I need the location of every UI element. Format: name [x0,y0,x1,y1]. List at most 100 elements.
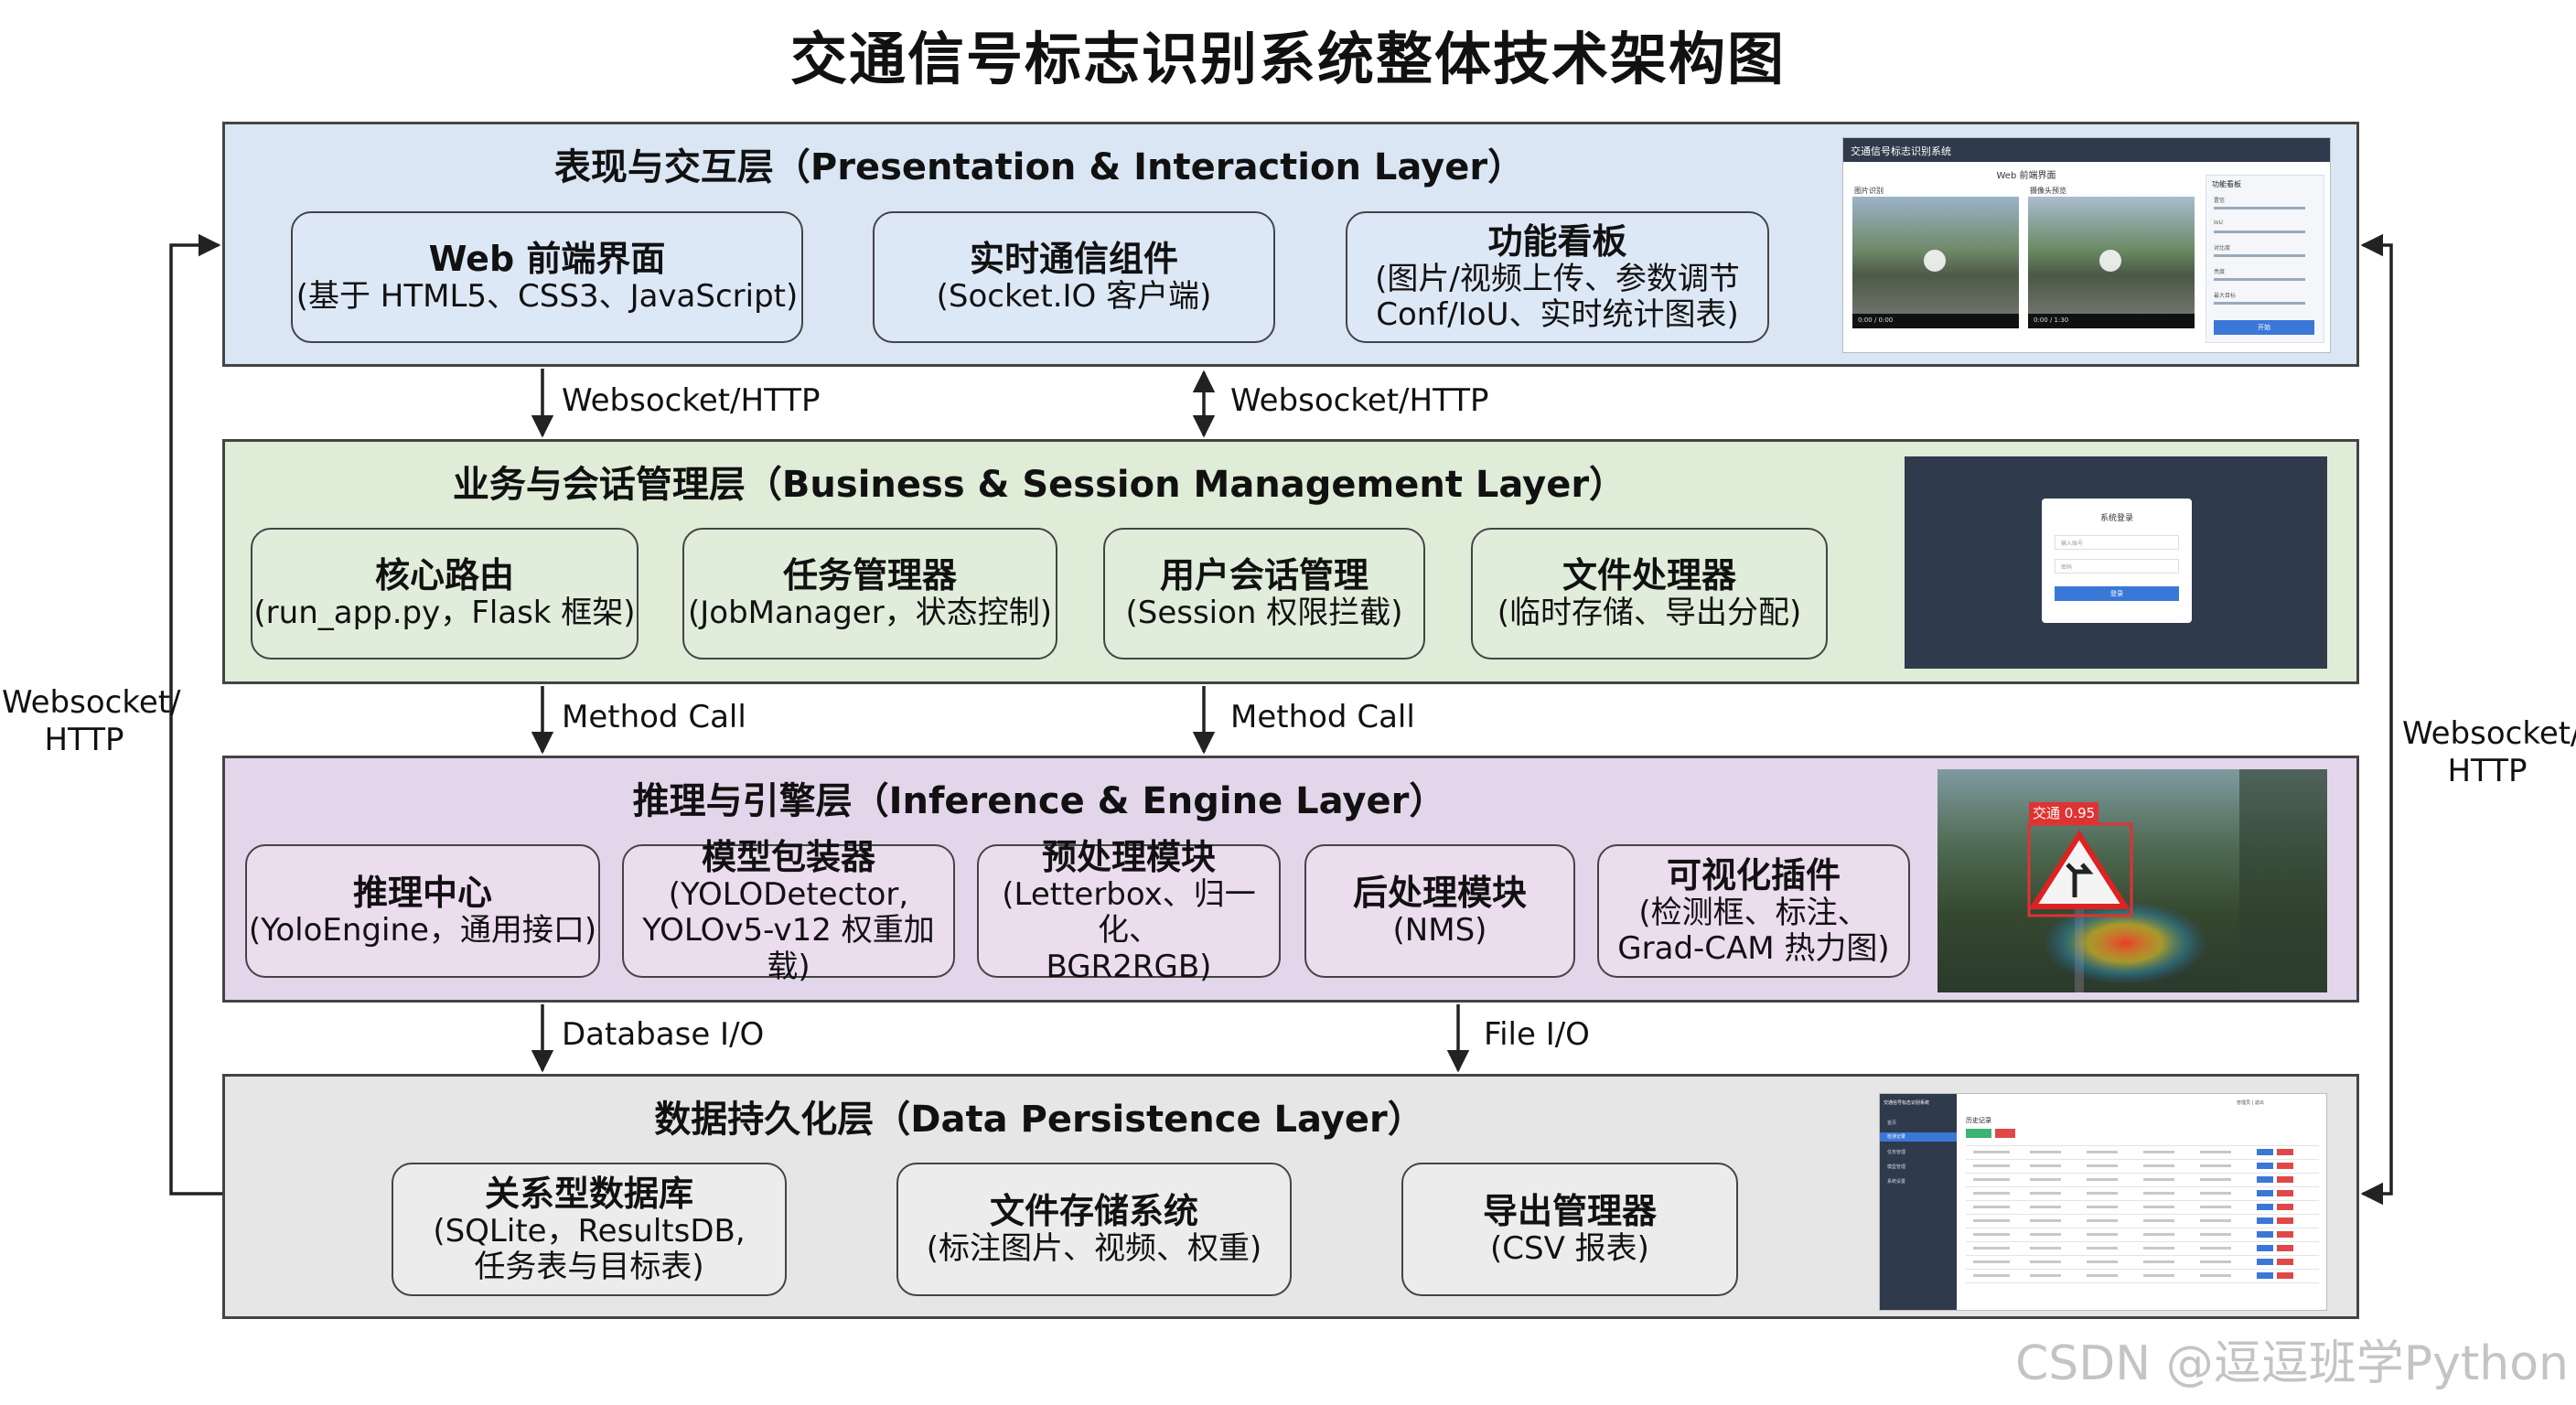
thumb-slider-track [2214,254,2305,257]
box-desc: Conf/IoU、实时统计图表) [1376,296,1739,334]
box-title: 关系型数据库 [484,1173,693,1214]
box-title: 导出管理器 [1482,1191,1657,1232]
thumb-row-button [2277,1272,2293,1279]
thumb-table-row [1966,1282,2319,1283]
thumb-table-cell [2087,1233,2118,1236]
thumb-table-cell [2200,1260,2231,1263]
label-inf-per-right: File I/O [1484,1016,1590,1053]
thumb-row-button [2277,1259,2293,1265]
thumb-trees-right [2239,769,2327,992]
thumb-table-cell [1973,1274,2010,1277]
thumb-table-cell [2030,1206,2061,1208]
thumb-table-cell [2143,1164,2174,1167]
thumb-row-button [2257,1259,2273,1265]
thumb-table-cell [2143,1233,2174,1236]
thumb-video-controls: 0:00 / 0:00 [1852,314,2019,328]
side-label-left: Websocket/ HTTP [2,684,181,759]
layer-title-presentation: 表现与交互层（Presentation & Interaction Layer） [553,146,1525,188]
thumb-nav-item-active: 检测记录 [1880,1132,1957,1142]
label-biz-inf-left: Method Call [562,699,746,735]
thumb-login-button: 登录 [2055,586,2179,601]
thumb-table-cell [1973,1260,2010,1263]
thumb-table-row [1966,1214,2319,1215]
thumb-row-button [2277,1217,2293,1224]
box-file-storage: 文件存储系统 (标注图片、视频、权重) [896,1163,1292,1296]
box-desc: BGR2RGB) [1046,948,1212,985]
thumb-table-cell [2143,1274,2174,1277]
thumb-table-cell [2087,1219,2118,1222]
thumb-admin-appname: 交通信号标志识别系统 [1884,1100,1930,1106]
side-label-left-line1: Websocket/ [2,684,181,721]
thumb-nav-item: 任务管理 [1887,1150,1906,1155]
thumb-table-cell [2030,1274,2061,1277]
layer-inference: 推理与引擎层（Inference & Engine Layer） 推理中心 (Y… [222,756,2359,1003]
thumb-table-cell [1973,1178,2010,1181]
thumb-table-cell [2200,1219,2231,1222]
thumb-table-cell [2030,1233,2061,1236]
thumb-table-row [1966,1159,2319,1160]
loop-right [2360,233,2393,1206]
box-title: 任务管理器 [782,555,957,596]
box-postprocess: 后处理模块 (NMS) [1304,844,1575,978]
layer-title-business: 业务与会话管理层（Business & Session Management L… [452,464,1626,506]
box-title: 模型包装器 [701,836,875,877]
box-title: 后处理模块 [1352,873,1527,914]
thumb-heatmap [2043,901,2207,985]
thumb-panel-right: 功能看板 置信 IoU 对比度 亮度 最大目标 开始 [2206,175,2324,343]
thumb-table-cell [2030,1151,2061,1153]
thumb-table-cell [2200,1192,2231,1195]
thumb-row-button [2277,1231,2293,1238]
box-desc: (图片/视频上传、参数调节 [1375,260,1740,297]
thumb-table-cell [2030,1260,2061,1263]
thumb-row-button [2277,1190,2293,1196]
thumb-table-cell [1973,1206,2010,1208]
thumb-video-controls: 0:00 / 1:30 [2028,314,2195,328]
thumb-slider-5: 最大目标 [2214,293,2237,299]
thumbnail-admin-table: 交通信号标志识别系统 首页 检测记录 任务管理 模型管理 系统设置 管理员 | … [1879,1093,2327,1311]
thumb-table-cell [2030,1192,2061,1195]
thumb-table-row [1966,1200,2319,1201]
thumb-table-cell [2143,1192,2174,1195]
thumb-row-button [2257,1272,2273,1279]
side-label-right: Websocket/ HTTP [2402,715,2576,790]
label-biz-inf-right: Method Call [1230,699,1415,735]
thumb-slider-1: 置信 [2214,198,2226,204]
thumb-table-cell [2200,1206,2231,1208]
thumb-nav-item: 系统设置 [1887,1179,1906,1185]
thumb-row-button [2277,1204,2293,1210]
thumb-table-cell [2087,1178,2118,1181]
thumb-admin-header-right: 管理员 | 退出 [2237,1100,2264,1106]
box-title: 核心路由 [374,555,514,596]
thumb-table-cell [2030,1178,2061,1181]
box-core-router: 核心路由 (run_app.py，Flask 框架) [251,528,639,660]
thumb-table-cell [2200,1164,2231,1167]
box-desc: (NMS) [1392,912,1487,949]
thumb-table-row [1966,1269,2319,1270]
layer-title-inference: 推理与引擎层（Inference & Engine Layer） [632,780,1446,822]
thumb-admin-sidebar: 交通信号标志识别系统 首页 检测记录 任务管理 模型管理 系统设置 [1880,1094,1957,1310]
thumb-password-input: 密码 [2055,559,2179,574]
box-visualization: 可视化插件 (检测框、标注、 Grad-CAM 热力图) [1597,844,1910,978]
thumb-username-input: 输入账号 [2055,535,2179,550]
thumb-slider-3: 对比度 [2214,245,2231,252]
box-relational-db: 关系型数据库 (SQLite，ResultsDB, 任务表与目标表) [392,1163,787,1296]
thumb-table-cell [1973,1192,2010,1195]
box-model-wrapper: 模型包装器 (YOLODetector, YOLOv5-v12 权重加载) [622,837,955,984]
box-desc: (run_app.py，Flask 框架) [253,595,636,632]
thumb-table-cell [2200,1151,2231,1153]
box-desc: (JobManager，状态控制) [688,595,1052,632]
thumb-table-cell [2143,1247,2174,1249]
box-desc: (标注图片、视频、权重) [926,1230,1262,1268]
label-inf-per-left: Database I/O [562,1016,765,1053]
box-desc: (临时存储、导出分配) [1497,595,1802,632]
side-label-left-line2: HTTP [44,721,124,758]
box-desc: (CSV 报表) [1490,1230,1649,1268]
thumb-table-cell [1973,1151,2010,1153]
box-desc: (基于 HTML5、CSS3、JavaScript) [295,278,799,316]
box-dashboard: 功能看板 (图片/视频上传、参数调节 Conf/IoU、实时统计图表) [1346,211,1769,343]
thumb-login-title: 系统登录 [2099,514,2133,523]
box-desc: (SQLite，ResultsDB, [433,1212,746,1249]
box-export-manager: 导出管理器 (CSV 报表) [1401,1163,1738,1296]
layer-title-persistence: 数据持久化层（Data Persistence Layer） [654,1099,1424,1141]
thumb-nav-item: 首页 [1887,1121,1897,1126]
